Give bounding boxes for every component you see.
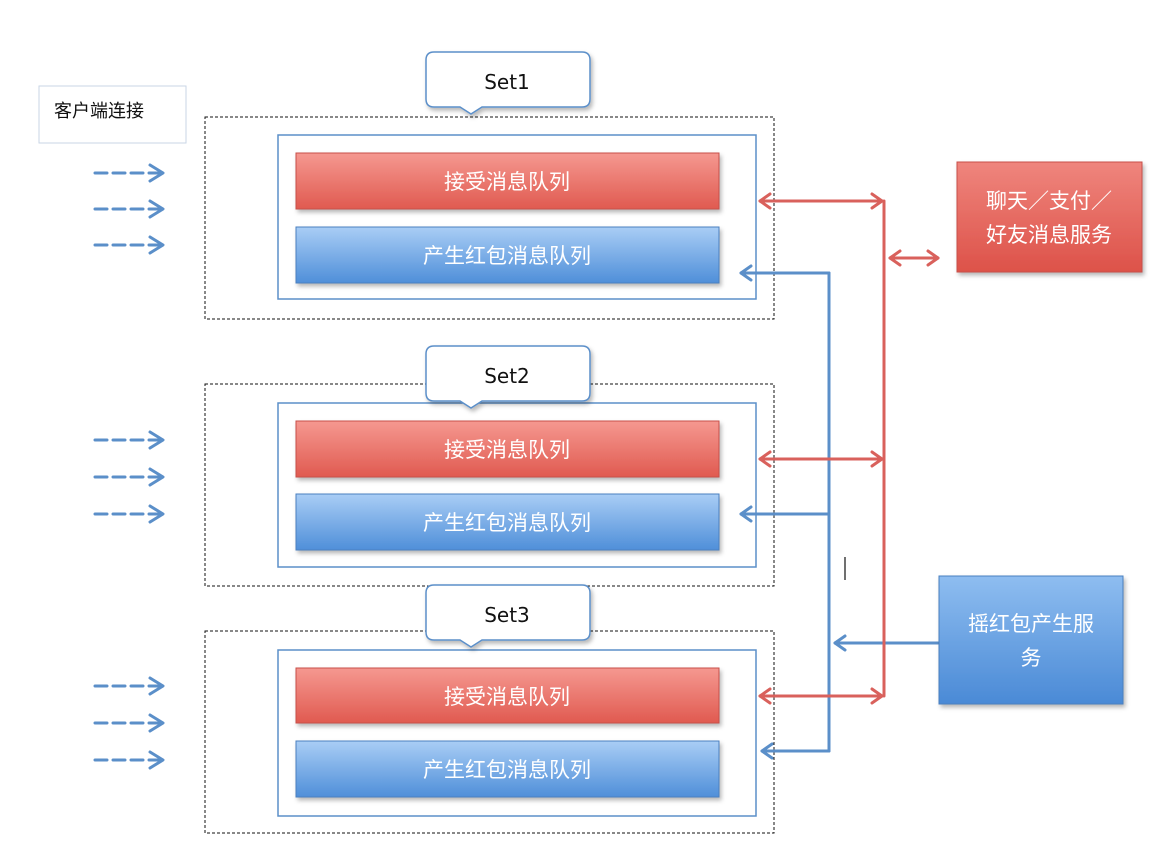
client-arrow-3 bbox=[93, 235, 165, 255]
set-3-redpacket-queue-label: 产生红包消息队列 bbox=[423, 758, 591, 782]
set-1-callout bbox=[425, 51, 591, 115]
message-connectors bbox=[758, 192, 940, 705]
set-2-redpacket-queue-label: 产生红包消息队列 bbox=[423, 511, 591, 535]
set-1-receive-queue-bar bbox=[295, 152, 720, 210]
set-2-redpacket-queue-bar bbox=[295, 493, 720, 551]
client-arrow-1 bbox=[93, 163, 165, 183]
client-arrow-8 bbox=[93, 713, 165, 733]
set-2-title: Set2 bbox=[484, 364, 530, 388]
set-2-receive-queue-bar bbox=[295, 420, 720, 478]
client-arrow-4 bbox=[93, 430, 165, 450]
client-connection-label: 客户端连接 bbox=[38, 85, 187, 144]
client-arrow-7 bbox=[93, 676, 165, 696]
set-1-redpacket-queue-label: 产生红包消息队列 bbox=[423, 244, 591, 268]
set-2-group: Set2 接受消息队列 产生红包消息队列 bbox=[204, 345, 775, 587]
set-3-group: Set3 接受消息队列 产生红包消息队列 bbox=[204, 584, 775, 834]
chat-pay-friend-service: 聊天／支付／ 好友消息服务 bbox=[956, 161, 1143, 273]
client-arrow-5 bbox=[93, 467, 165, 487]
shake-redpacket-service: 摇红包产生服 务 bbox=[938, 575, 1124, 705]
chat-pay-friend-service-line2: 好友消息服务 bbox=[986, 223, 1112, 247]
set-3-title: Set3 bbox=[484, 603, 530, 627]
client-arrow-9 bbox=[93, 750, 165, 770]
set-3-redpacket-queue-bar bbox=[295, 740, 720, 798]
set-2-callout bbox=[425, 345, 591, 409]
client-arrows bbox=[93, 163, 165, 770]
set-3-dashed-frame bbox=[204, 630, 775, 834]
set-3-receive-queue-bar bbox=[295, 667, 720, 724]
client-arrow-2 bbox=[93, 199, 165, 219]
set-1-receive-queue-label: 接受消息队列 bbox=[444, 170, 570, 194]
set-3-callout bbox=[425, 584, 591, 648]
set-1-redpacket-queue-bar bbox=[295, 226, 720, 284]
shake-redpacket-service-line2: 务 bbox=[1021, 646, 1042, 670]
shake-redpacket-service-line1: 摇红包产生服 bbox=[968, 612, 1094, 636]
redpacket-connectors bbox=[739, 264, 940, 760]
set-1-title: Set1 bbox=[484, 70, 530, 94]
client-connection-text: 客户端连接 bbox=[54, 101, 144, 122]
set-2-receive-queue-label: 接受消息队列 bbox=[444, 438, 570, 462]
chat-pay-friend-service-line1: 聊天／支付／ bbox=[986, 189, 1112, 213]
set-3-receive-queue-label: 接受消息队列 bbox=[444, 685, 570, 709]
client-arrow-6 bbox=[93, 504, 165, 524]
set-1-group: Set1 接受消息队列 产生红包消息队列 bbox=[204, 51, 775, 320]
set-1-dashed-frame bbox=[204, 116, 775, 320]
